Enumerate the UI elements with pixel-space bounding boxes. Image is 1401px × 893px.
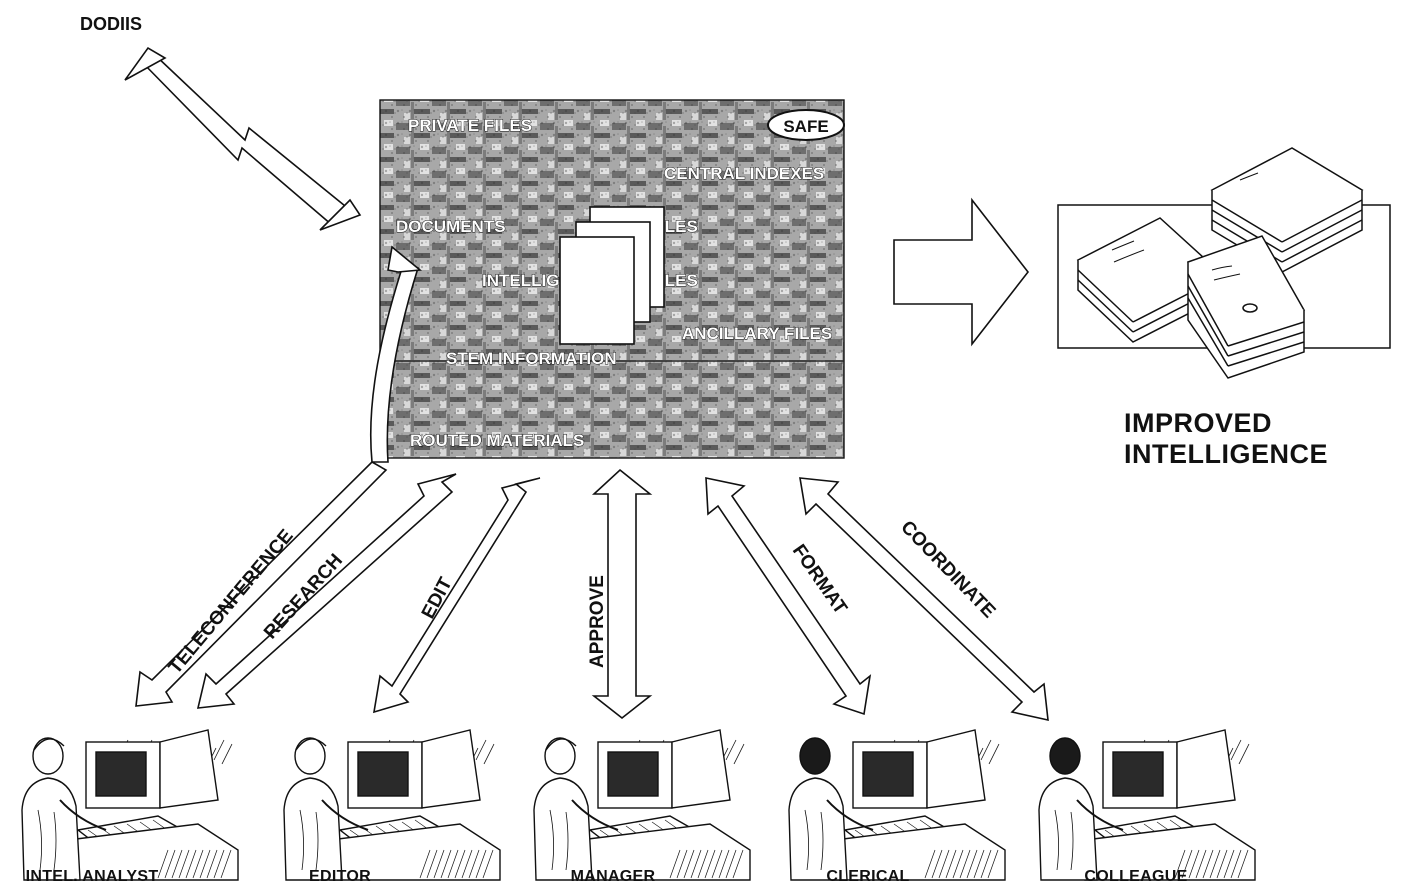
dodiis-label: DODIIS	[80, 14, 142, 35]
terminal-casing	[160, 730, 218, 808]
improved-intelligence-label: IMPROVED INTELLIGENCE	[1124, 408, 1328, 470]
file-area-system-info: STEM INFORMATION	[446, 349, 617, 368]
person-torso	[284, 778, 342, 880]
workstation-analyst-icon	[22, 730, 238, 880]
person-head	[1050, 738, 1080, 774]
workstation-editor-icon	[284, 730, 500, 880]
terminal-screen	[96, 752, 146, 796]
station-label-analyst: INTEL. ANALYST	[26, 868, 159, 886]
file-area-routed: ROUTED MATERIALS	[410, 431, 584, 450]
person-torso	[1039, 778, 1097, 880]
output-documents-icon	[1058, 148, 1390, 378]
station-label-manager: MANAGER	[571, 868, 656, 886]
station-label-editor: EDITOR	[309, 868, 371, 886]
edit-arrow	[374, 478, 540, 712]
workstation-colleague-icon	[1039, 730, 1255, 880]
person-torso	[22, 778, 80, 880]
workstations	[22, 730, 1255, 880]
workstation-manager-icon	[534, 730, 750, 880]
person-torso	[534, 778, 592, 880]
person-head	[545, 738, 575, 774]
improved-intelligence-line2: INTELLIGENCE	[1124, 439, 1328, 470]
file-area-iles-upper: ILES	[660, 217, 698, 236]
terminal-casing	[1177, 730, 1235, 808]
coordinate-label: COORDINATE	[896, 517, 999, 622]
dodiis-arrowhead-up	[125, 48, 165, 80]
terminal-screen	[358, 752, 408, 796]
person-head	[295, 738, 325, 774]
terminal-casing	[927, 730, 985, 808]
approve-label: APPROVE	[587, 575, 608, 668]
improved-intelligence-line1: IMPROVED	[1124, 408, 1328, 439]
output-arrow	[894, 200, 1028, 344]
safe-badge: SAFE	[768, 110, 844, 140]
terminal-screen	[1113, 752, 1163, 796]
dodiis-link	[125, 48, 360, 230]
person-head	[800, 738, 830, 774]
system-screen: PRIVATE FILES CENTRAL INDEXES DOCUMENTS …	[371, 100, 844, 462]
terminal-screen	[863, 752, 913, 796]
terminal-casing	[422, 730, 480, 808]
terminal-casing	[672, 730, 730, 808]
person-torso	[789, 778, 847, 880]
station-label-colleague: COLLEAGUE	[1084, 868, 1187, 886]
file-area-central-indexes: CENTRAL INDEXES	[664, 164, 824, 183]
station-label-clerical: CLERICAL	[826, 868, 909, 886]
svg-text:SAFE: SAFE	[783, 117, 828, 136]
file-area-iles-lower: ILES	[660, 271, 698, 290]
person-head	[33, 738, 63, 774]
terminal-screen	[608, 752, 658, 796]
file-area-ancillary: ANCILLARY FILES	[682, 324, 832, 343]
file-area-private: PRIVATE FILES	[408, 116, 532, 135]
file-area-intellig: INTELLIG	[482, 271, 559, 290]
dodiis-arrowhead-down	[320, 200, 360, 230]
teleconference-label: TELECONFERENCE	[165, 526, 298, 679]
workstation-clerical-icon	[789, 730, 1005, 880]
file-area-documents: DOCUMENTS	[396, 217, 506, 236]
